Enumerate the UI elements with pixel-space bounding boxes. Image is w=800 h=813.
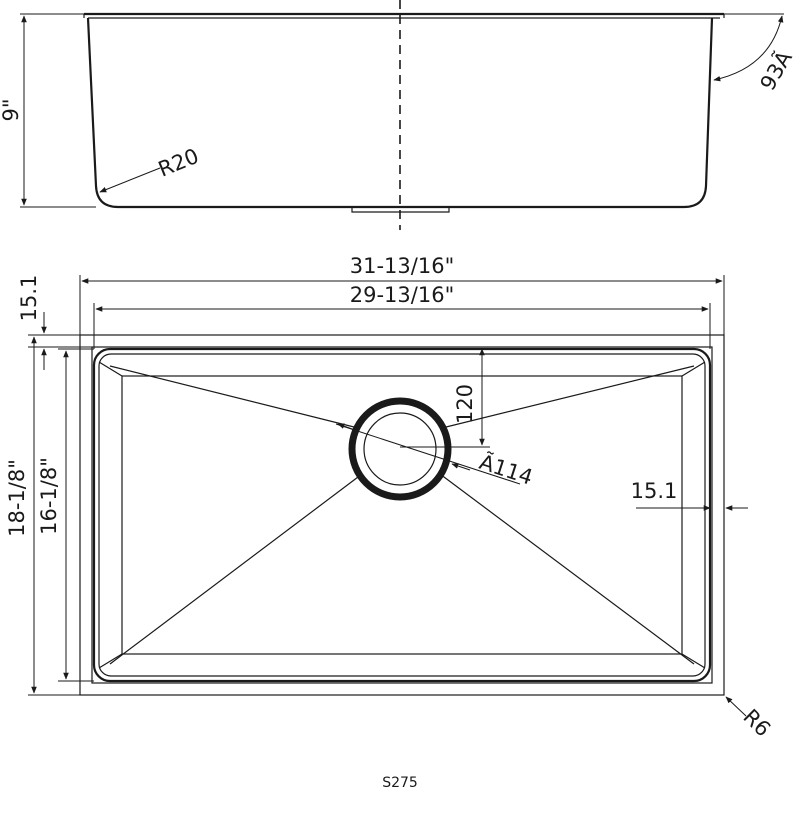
bowl-outline: [92, 347, 712, 683]
bowl-floor-rect: [121, 375, 683, 655]
flange-top-label: 15.1: [17, 275, 41, 322]
model-caption: S275: [382, 775, 418, 791]
drain-diameter-leader: [451, 463, 471, 471]
radius-leader: [99, 167, 161, 193]
slope-line-top-right: [441, 365, 695, 429]
slope-line-bottom-left: [109, 473, 363, 665]
outer-depth-label: 18-1/8": [5, 459, 29, 537]
drain-inner-ring: [363, 412, 437, 486]
inner-depth-label: 16-1/8": [37, 457, 61, 535]
side-view: 9" R20 93Ã: [0, 0, 797, 230]
inner-flange-rect: [91, 346, 713, 684]
top-view: 120 Ã114 31-13/16" 29-13/16" 15.1 18-1/8…: [5, 254, 775, 741]
side-bowl-outline: [86, 17, 714, 209]
drain-offset-label: 120: [453, 384, 477, 424]
angle-label: 93Ã: [754, 45, 797, 94]
corner-radius-label: R6: [738, 705, 775, 742]
corner-radius-leader: [725, 696, 747, 717]
slope-line-bottom-right: [439, 473, 695, 665]
slope-line-top-left: [109, 365, 359, 429]
radius-label: R20: [155, 144, 202, 182]
drain-diameter-label: Ã114: [476, 448, 536, 490]
flange-right-label: 15.1: [631, 479, 678, 503]
drain-outer-ring: [348, 397, 452, 501]
outer-flange-rect: [79, 334, 725, 696]
depth-label: 9": [0, 98, 23, 121]
inner-width-label: 29-13/16": [350, 283, 454, 307]
bowl-outline-inner: [98, 353, 706, 677]
angle-arc: [713, 15, 784, 82]
outer-width-label: 31-13/16": [350, 254, 454, 278]
